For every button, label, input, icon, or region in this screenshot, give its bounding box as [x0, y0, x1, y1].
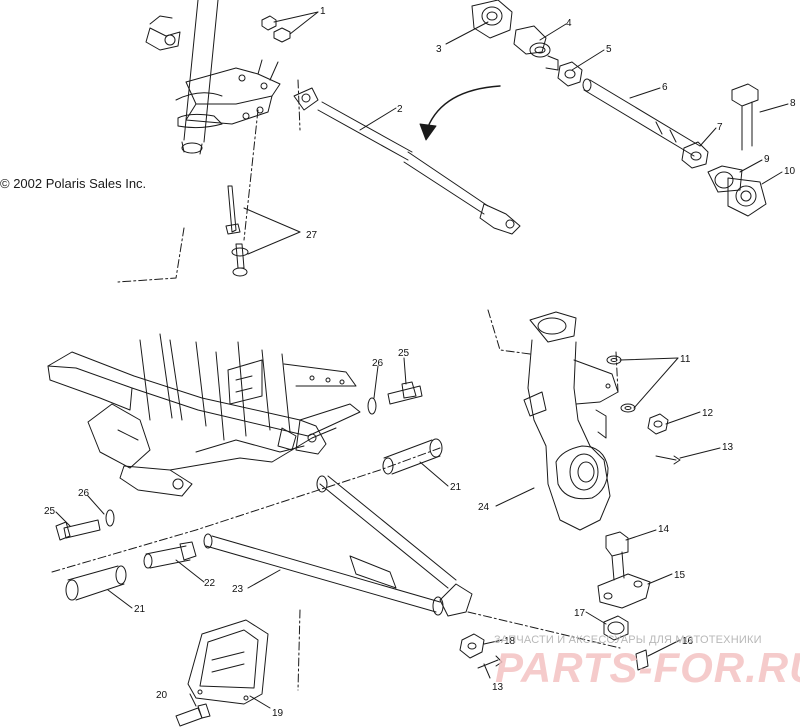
nut-12: [647, 413, 669, 435]
callout-25-upper: 25: [398, 348, 410, 359]
bushing-21-right: [382, 438, 443, 475]
callout-5: 5: [606, 44, 612, 55]
callout-18: 18: [504, 636, 516, 647]
relocation-arrow: [419, 85, 501, 141]
tie-rod-assembly: [293, 87, 521, 235]
bolt-8: [731, 83, 759, 151]
tie-rod-end-3: [471, 0, 513, 39]
spindle-24: [523, 311, 619, 531]
callout-27: 27: [306, 230, 318, 241]
callout-19: 19: [272, 708, 284, 719]
bolt-16: [635, 649, 649, 671]
nut-1: [261, 15, 291, 43]
callout-8: 8: [790, 98, 796, 109]
jam-nut-4: [513, 25, 559, 71]
bolt-25-upper: [367, 381, 423, 415]
cotter-pin-13-upper: [655, 455, 681, 465]
callout-21-right: 21: [450, 482, 462, 493]
callout-11: 11: [680, 354, 691, 365]
bushing-21-left: [65, 565, 127, 601]
a-arm-23: [203, 475, 473, 617]
callout-7: 7: [717, 122, 723, 133]
callout-20: 20: [156, 690, 168, 701]
a-arm-guard-19: [187, 619, 269, 705]
callout-13-lower: 13: [492, 682, 504, 693]
tie-rod-end-10: [727, 177, 767, 217]
callout-13-upper: 13: [722, 442, 734, 453]
steering-post: [175, 0, 223, 155]
watermark-logo: PARTS-FOR.RU: [495, 644, 800, 691]
jam-nut-7: [681, 141, 709, 169]
pitman-arm-bracket: [185, 59, 281, 125]
callout-6: 6: [662, 82, 668, 93]
callout-14: 14: [658, 524, 670, 535]
callout-4: 4: [566, 18, 572, 29]
tie-rod-end-upper-left: [145, 15, 181, 51]
screw-20: [175, 703, 211, 727]
watermark-caption: ЗАПЧАСТИ И АКСЕССУАРЫ ДЛЯ МОТОТЕХНИКИ: [494, 634, 762, 646]
callout-10: 10: [784, 166, 796, 177]
callout-3: 3: [436, 44, 442, 55]
callout-23: 23: [232, 584, 244, 595]
frame: [47, 333, 361, 497]
nut-18: [459, 633, 485, 659]
plate-15: [597, 573, 651, 609]
callout-15: 15: [674, 570, 686, 581]
centerlines-arm: [51, 309, 621, 691]
callout-21-left: 21: [134, 604, 146, 615]
cotter-pin-13-lower: [477, 655, 503, 669]
callout-numbers: 1 2 3 4 5 6 7 8 9 10 11 12 13 13 14 15 1…: [44, 6, 796, 719]
callout-17: 17: [574, 608, 586, 619]
callout-22: 22: [204, 578, 216, 589]
leader-lines: [55, 11, 789, 709]
pivot-tube-22: [143, 541, 197, 569]
bolts-27: [225, 185, 249, 277]
callout-26-upper: 26: [372, 358, 384, 369]
callout-1: 1: [320, 6, 326, 17]
callout-25-lower: 25: [44, 506, 56, 517]
callout-26-lower: 26: [78, 488, 90, 499]
ball-joint-17: [603, 615, 629, 641]
centerlines-left: [117, 79, 301, 283]
bolt-25-lower: [55, 509, 115, 541]
callout-2: 2: [397, 104, 403, 115]
callout-9: 9: [764, 154, 770, 165]
callout-12: 12: [702, 408, 714, 419]
bolt-14: [605, 531, 629, 581]
nut-5: [557, 61, 583, 87]
copyright-notice: © 2002 Polaris Sales Inc.: [0, 176, 147, 191]
washer-11: [606, 355, 636, 413]
callout-16: 16: [682, 636, 694, 647]
callout-24: 24: [478, 502, 490, 513]
adjuster-tube-6: [582, 78, 701, 157]
